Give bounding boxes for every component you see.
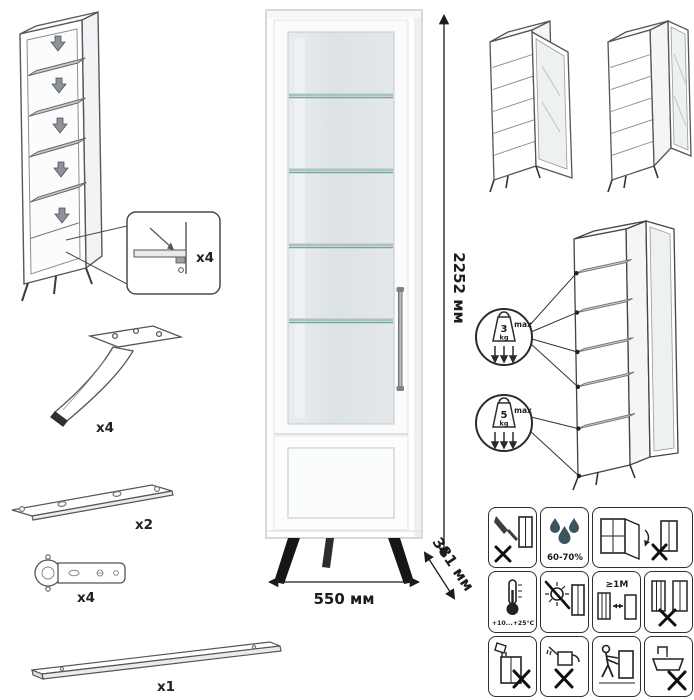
open-door-views-drawing (489, 19, 692, 193)
rail-shape (11, 484, 174, 521)
carcass-outline (19, 10, 103, 285)
rail-count-label: x2 (135, 517, 153, 533)
down-arrows-icon (490, 432, 518, 450)
handle-part-drawing: x1 (31, 641, 282, 695)
handle-shape (31, 641, 282, 680)
handle-count-label: x1 (157, 679, 175, 695)
lower-load-value: 5 (501, 410, 508, 421)
leader-lines (528, 272, 580, 477)
upper-load-badge: 3 kg max (475, 308, 533, 366)
ventilation-warning-icon (592, 507, 693, 569)
leader-dots (574, 271, 582, 479)
no-washing-icon (644, 635, 693, 697)
height-dimension-label: 2252 мм (450, 252, 468, 324)
shelf-down-arrow-icon (50, 35, 70, 224)
no-water-pour-icon (540, 635, 589, 697)
height-dimension: 2252 мм (438, 13, 468, 559)
no-direct-sunlight-icon (540, 571, 589, 633)
lower-load-badge: 5 kg max (475, 394, 533, 452)
humidity-icon: 60-70% (540, 507, 589, 569)
rail-part-drawing: x2 (11, 484, 174, 533)
care-symbols-grid: 60-70% (488, 507, 693, 697)
main-cabinet-render: 2252 мм 550 мм 381 мм (265, 9, 474, 608)
heater-distance-label: ≥1M (605, 580, 628, 590)
lower-load-unit: kg (500, 420, 509, 428)
shelf-fitting-count-label: x4 (196, 250, 214, 266)
leg-part-drawing: x4 (50, 325, 184, 435)
fitting-detail-callout: x4 (65, 211, 221, 295)
temperature-range-label: +10...+25°C (491, 619, 534, 627)
cabinet-legs (274, 538, 414, 584)
upper-load-value: 3 (501, 324, 508, 335)
carcass-shelves-drawing: x4 (19, 10, 221, 302)
load-cabinet-drawing (572, 220, 679, 491)
weight-icon (498, 397, 510, 404)
shelf-support-pin (175, 256, 186, 264)
leg-shape (50, 325, 184, 427)
glass-shelves (289, 93, 393, 324)
hinge-count-label: x4 (77, 590, 95, 605)
width-dimension: 550 мм (267, 576, 421, 608)
depth-dimension-label: 381 мм (429, 534, 474, 595)
bottom-door-panel (267, 433, 421, 532)
hinge-shape (34, 554, 126, 592)
weight-icon (498, 311, 510, 318)
hinge-part-drawing: x4 (34, 554, 126, 605)
careful-moving-icon (592, 635, 641, 697)
width-dimension-label: 550 мм (313, 590, 374, 608)
lower-load-note: max (514, 406, 532, 415)
heater-distance-icon: ≥1M (592, 571, 641, 633)
leg-count-label: x4 (96, 420, 114, 435)
open-door-view-right (607, 19, 692, 193)
no-heater-proximity-icon (644, 571, 693, 633)
humidity-range-label: 60-70% (547, 553, 583, 563)
load-limit-diagram: 3 kg max 5 kg max (475, 220, 679, 491)
no-liquid-spill-icon (488, 635, 537, 697)
shelves (28, 57, 87, 239)
upper-load-note: max (514, 320, 532, 329)
door-handle (396, 287, 404, 391)
temperature-range-icon: +10...+25°C (488, 571, 537, 633)
down-arrows-icon (490, 346, 518, 364)
depth-dimension: 381 мм (423, 534, 474, 600)
open-door-view-left (489, 19, 573, 193)
upper-load-unit: kg (500, 334, 509, 342)
no-sharp-objects-icon (488, 507, 537, 569)
carcass-legs (21, 267, 93, 302)
